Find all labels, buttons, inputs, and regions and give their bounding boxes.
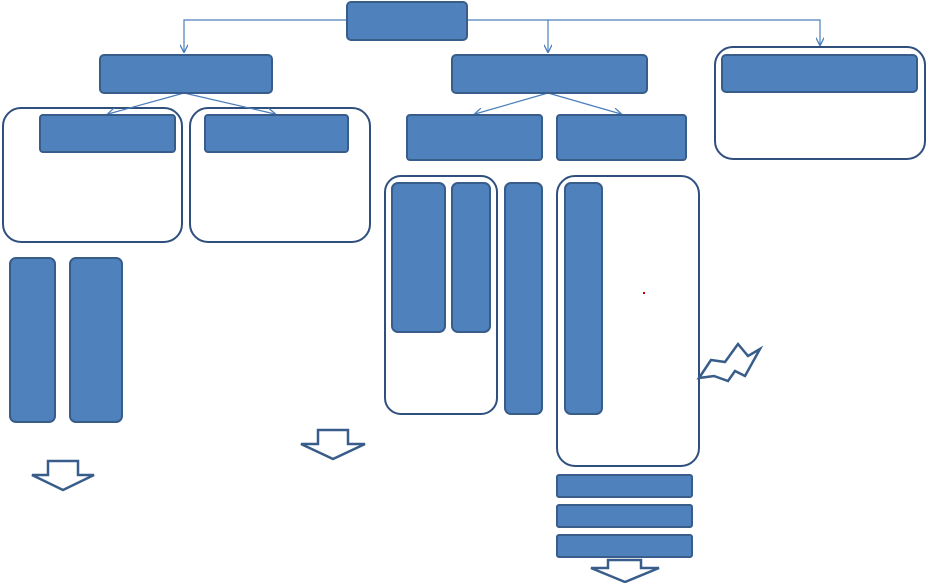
connector-root-right <box>467 19 820 45</box>
middle-sub-node-a <box>406 114 543 161</box>
connector-root-left <box>184 19 347 52</box>
mid-vertical-bar-1 <box>391 182 446 333</box>
middle-sub-node-b <box>556 114 687 161</box>
mid-vertical-bar-3 <box>504 182 543 415</box>
left-sub-node-b <box>204 114 349 153</box>
root-node <box>346 1 468 41</box>
level2-middle-node <box>451 54 648 94</box>
left-vertical-bar-1 <box>9 257 56 423</box>
level2-left-node <box>99 54 273 94</box>
left-vertical-bar-2 <box>69 257 123 423</box>
connector-left-a <box>108 92 185 114</box>
bottom-bar-1 <box>556 474 693 498</box>
connector-mid-b <box>547 92 621 114</box>
mid-vertical-bar-2 <box>451 182 491 333</box>
down-arrow-bottom <box>590 558 660 583</box>
diagonal-arrow-right <box>696 341 764 383</box>
bottom-bar-2 <box>556 504 693 528</box>
mid-vertical-bar-4 <box>564 182 603 415</box>
connector-left-b <box>183 92 275 114</box>
bottom-bar-3 <box>556 534 693 558</box>
marker-dot <box>643 292 645 294</box>
left-sub-node-a <box>39 114 176 153</box>
connector-mid-a <box>475 92 549 114</box>
level2-right-node <box>721 54 918 93</box>
down-arrow-left <box>31 459 95 492</box>
down-arrow-center <box>300 428 366 461</box>
